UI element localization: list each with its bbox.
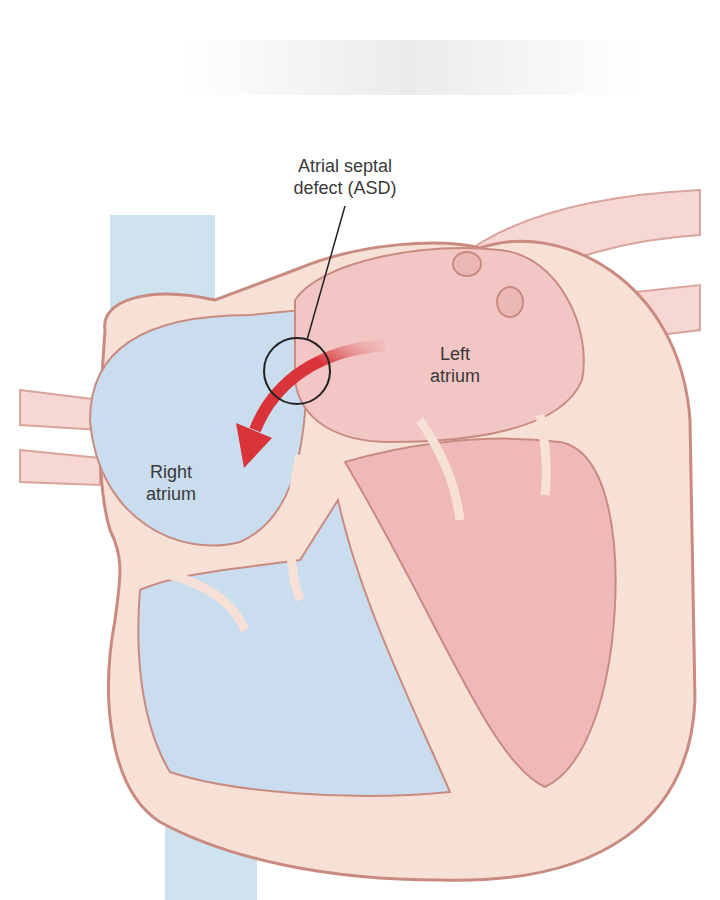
chamber-label: Right atrium — [133, 461, 209, 505]
left-ventricle — [345, 439, 615, 787]
arrow-head — [236, 423, 272, 468]
vein-opening — [497, 287, 523, 317]
shunt-arrow — [255, 345, 385, 430]
chamber-label: Left atrium — [417, 343, 493, 387]
pulmonary-vein — [20, 450, 100, 485]
leader-line — [307, 206, 345, 340]
valve-leaflet — [291, 455, 300, 600]
right-atrium — [90, 310, 306, 546]
defect-circle — [264, 338, 330, 404]
valve-leaflet — [540, 415, 546, 495]
left-atrium — [295, 248, 584, 442]
defect-label: Atrial septal defect (ASD) — [275, 155, 415, 199]
vein-opening — [453, 252, 481, 276]
pulmonary-vein — [20, 390, 100, 430]
valve-leaflet — [420, 420, 460, 520]
top-shade — [180, 40, 640, 95]
valve-leaflet — [140, 570, 245, 630]
